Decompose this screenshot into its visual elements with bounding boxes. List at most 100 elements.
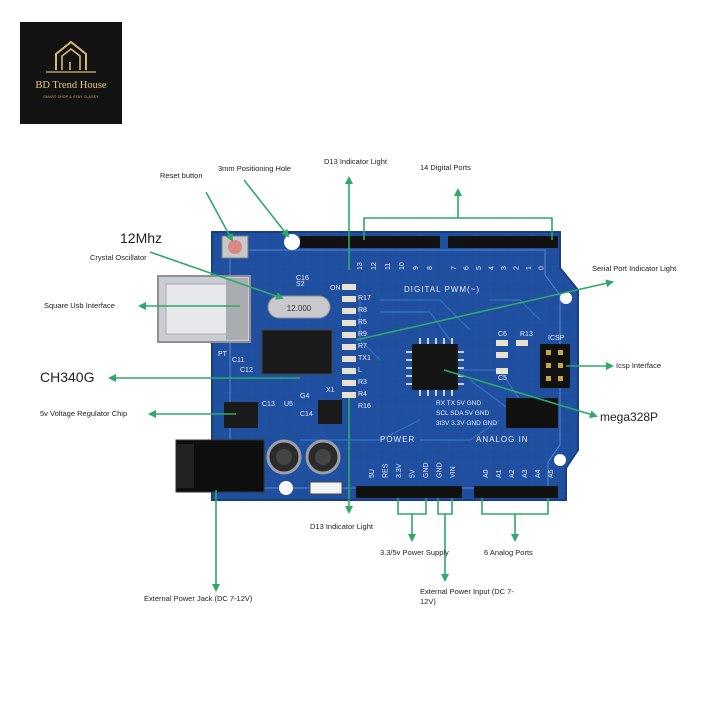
component-label: G4 (300, 393, 309, 400)
component-label: R13 (520, 331, 533, 338)
analog-pin-label: A1 (496, 469, 503, 478)
label-mega328p: mega328P (600, 410, 659, 424)
analog-header (474, 486, 558, 498)
analog-pin-label: A5 (548, 469, 555, 478)
component-label: C11 (232, 357, 244, 364)
usb-connector (157, 275, 251, 343)
component-label: R17 (358, 295, 371, 302)
digital-pin-label: 12 (371, 262, 378, 270)
component-label: X1 (326, 387, 335, 394)
arrow-serial (355, 279, 614, 341)
label-digital-ports: 14 Digital Ports (420, 163, 471, 172)
digital-header (300, 236, 558, 248)
digital-pin-label: 0 (539, 266, 546, 270)
mounting-hole (560, 292, 572, 304)
analog-pin-label: A3 (522, 469, 529, 478)
reset-button (221, 235, 249, 259)
mounting-hole (554, 454, 566, 466)
silk-row: RX TX 5V GND (436, 400, 481, 407)
silk-row: 3t3V 3.3V GND GND (436, 420, 497, 427)
digital-pin-label: 5 (476, 266, 483, 270)
digital-pin-label: 13 (357, 262, 364, 270)
house-icon (46, 40, 96, 73)
regulator-chip (224, 402, 258, 428)
label-power-supply: 3.3/5v Power Supply (380, 548, 449, 557)
digital-pin-label: 6 (464, 266, 471, 270)
power-pin-label: RES (383, 463, 390, 478)
digital-pin-label: 10 (399, 262, 406, 270)
label-reset-button: Reset button (160, 171, 203, 180)
component-label: C12 (240, 367, 253, 374)
component-column (342, 284, 528, 398)
component-label: R4 (358, 391, 367, 398)
component-label: R16 (358, 403, 371, 410)
power-header (356, 486, 462, 498)
arrow-hole (243, 179, 290, 238)
silk-icsp: ICSP (548, 335, 565, 342)
label-power-input: External Power Input (DC 7-12V) (420, 587, 514, 606)
power-pin-label: 3.3V (396, 463, 403, 478)
component-label: R3 (358, 379, 367, 386)
analog-pin-labels: A0 A1 A2 A3 A4 A5 (483, 469, 555, 478)
mounting-hole (284, 234, 300, 250)
component-label: C6 (498, 331, 507, 338)
component-label: R7 (358, 343, 367, 350)
component-label: R9 (358, 331, 367, 338)
digital-pin-label: 8 (427, 266, 434, 270)
component-label: PT (218, 351, 228, 358)
component-label: C14 (300, 411, 313, 418)
brand-tagline: SMART SHOP & STAY CLASSY (43, 95, 99, 99)
digital-pin-label: 1 (526, 266, 533, 270)
label-ch340g: CH340G (40, 369, 95, 385)
label-power-jack: External Power Jack (DC 7-12V) (144, 594, 253, 603)
silk-row: SCL SDA 5V GND (436, 410, 490, 417)
label-positioning-hole: 3mm Positioning Hole (218, 164, 291, 173)
label-crystal-oscillator: Crystal Oscillator (90, 253, 147, 262)
io-header-right (506, 398, 558, 428)
label-regulator: 5v Voltage Regulator Chip (40, 409, 128, 418)
arrow-crystal (149, 251, 284, 300)
component-label: C16 (296, 275, 309, 282)
digital-pin-label: 11 (385, 263, 392, 270)
component-label: C5 (498, 375, 507, 382)
label-analog-ports: 6 Analog Ports (484, 548, 533, 557)
label-d13-top: D13 Indicator Light (324, 157, 387, 166)
power-pin-label: GND (423, 462, 430, 478)
power-pin-label: 5V (410, 469, 417, 478)
capacitor (305, 439, 341, 475)
arrow-reset (205, 191, 233, 242)
analog-pin-label: A4 (535, 469, 542, 478)
silk-analog: ANALOG IN (476, 435, 529, 444)
component-label: L (358, 367, 362, 374)
label-crystal-freq: 12Mhz (120, 230, 163, 246)
label-serial-light: Serial Port Indicator Light (592, 264, 677, 273)
arrow-mega (443, 369, 598, 419)
analog-pin-label: A2 (509, 469, 516, 478)
capacitor (266, 439, 302, 475)
component-label: R5 (358, 319, 367, 326)
digital-pin-label: 4 (489, 266, 496, 270)
mounting-hole (279, 481, 293, 495)
component-label: U5 (284, 401, 293, 408)
label-icsp: Icsp Interface (616, 361, 662, 370)
component-label: TX1 (358, 355, 371, 362)
digital-pin-label: 2 (514, 266, 521, 270)
component-label: S2 (296, 281, 305, 288)
ch340g-chip (261, 329, 333, 375)
component-label: R8 (358, 307, 367, 314)
power-pin-label: GND (437, 462, 444, 478)
callout-arrows (108, 176, 614, 592)
silk-digital: DIGITAL PWM(~) (404, 285, 480, 294)
silk-crystal: 12.000 (287, 304, 312, 313)
analog-pin-label: A0 (483, 469, 490, 478)
crystal-oscillator (267, 295, 331, 319)
digital-pin-label: 7 (451, 266, 458, 270)
mega328p-chip (406, 338, 464, 396)
label-d13-bottom: D13 Indicator Light (310, 522, 373, 531)
icsp-header (540, 344, 570, 388)
digital-pin-label: 3 (501, 266, 508, 270)
